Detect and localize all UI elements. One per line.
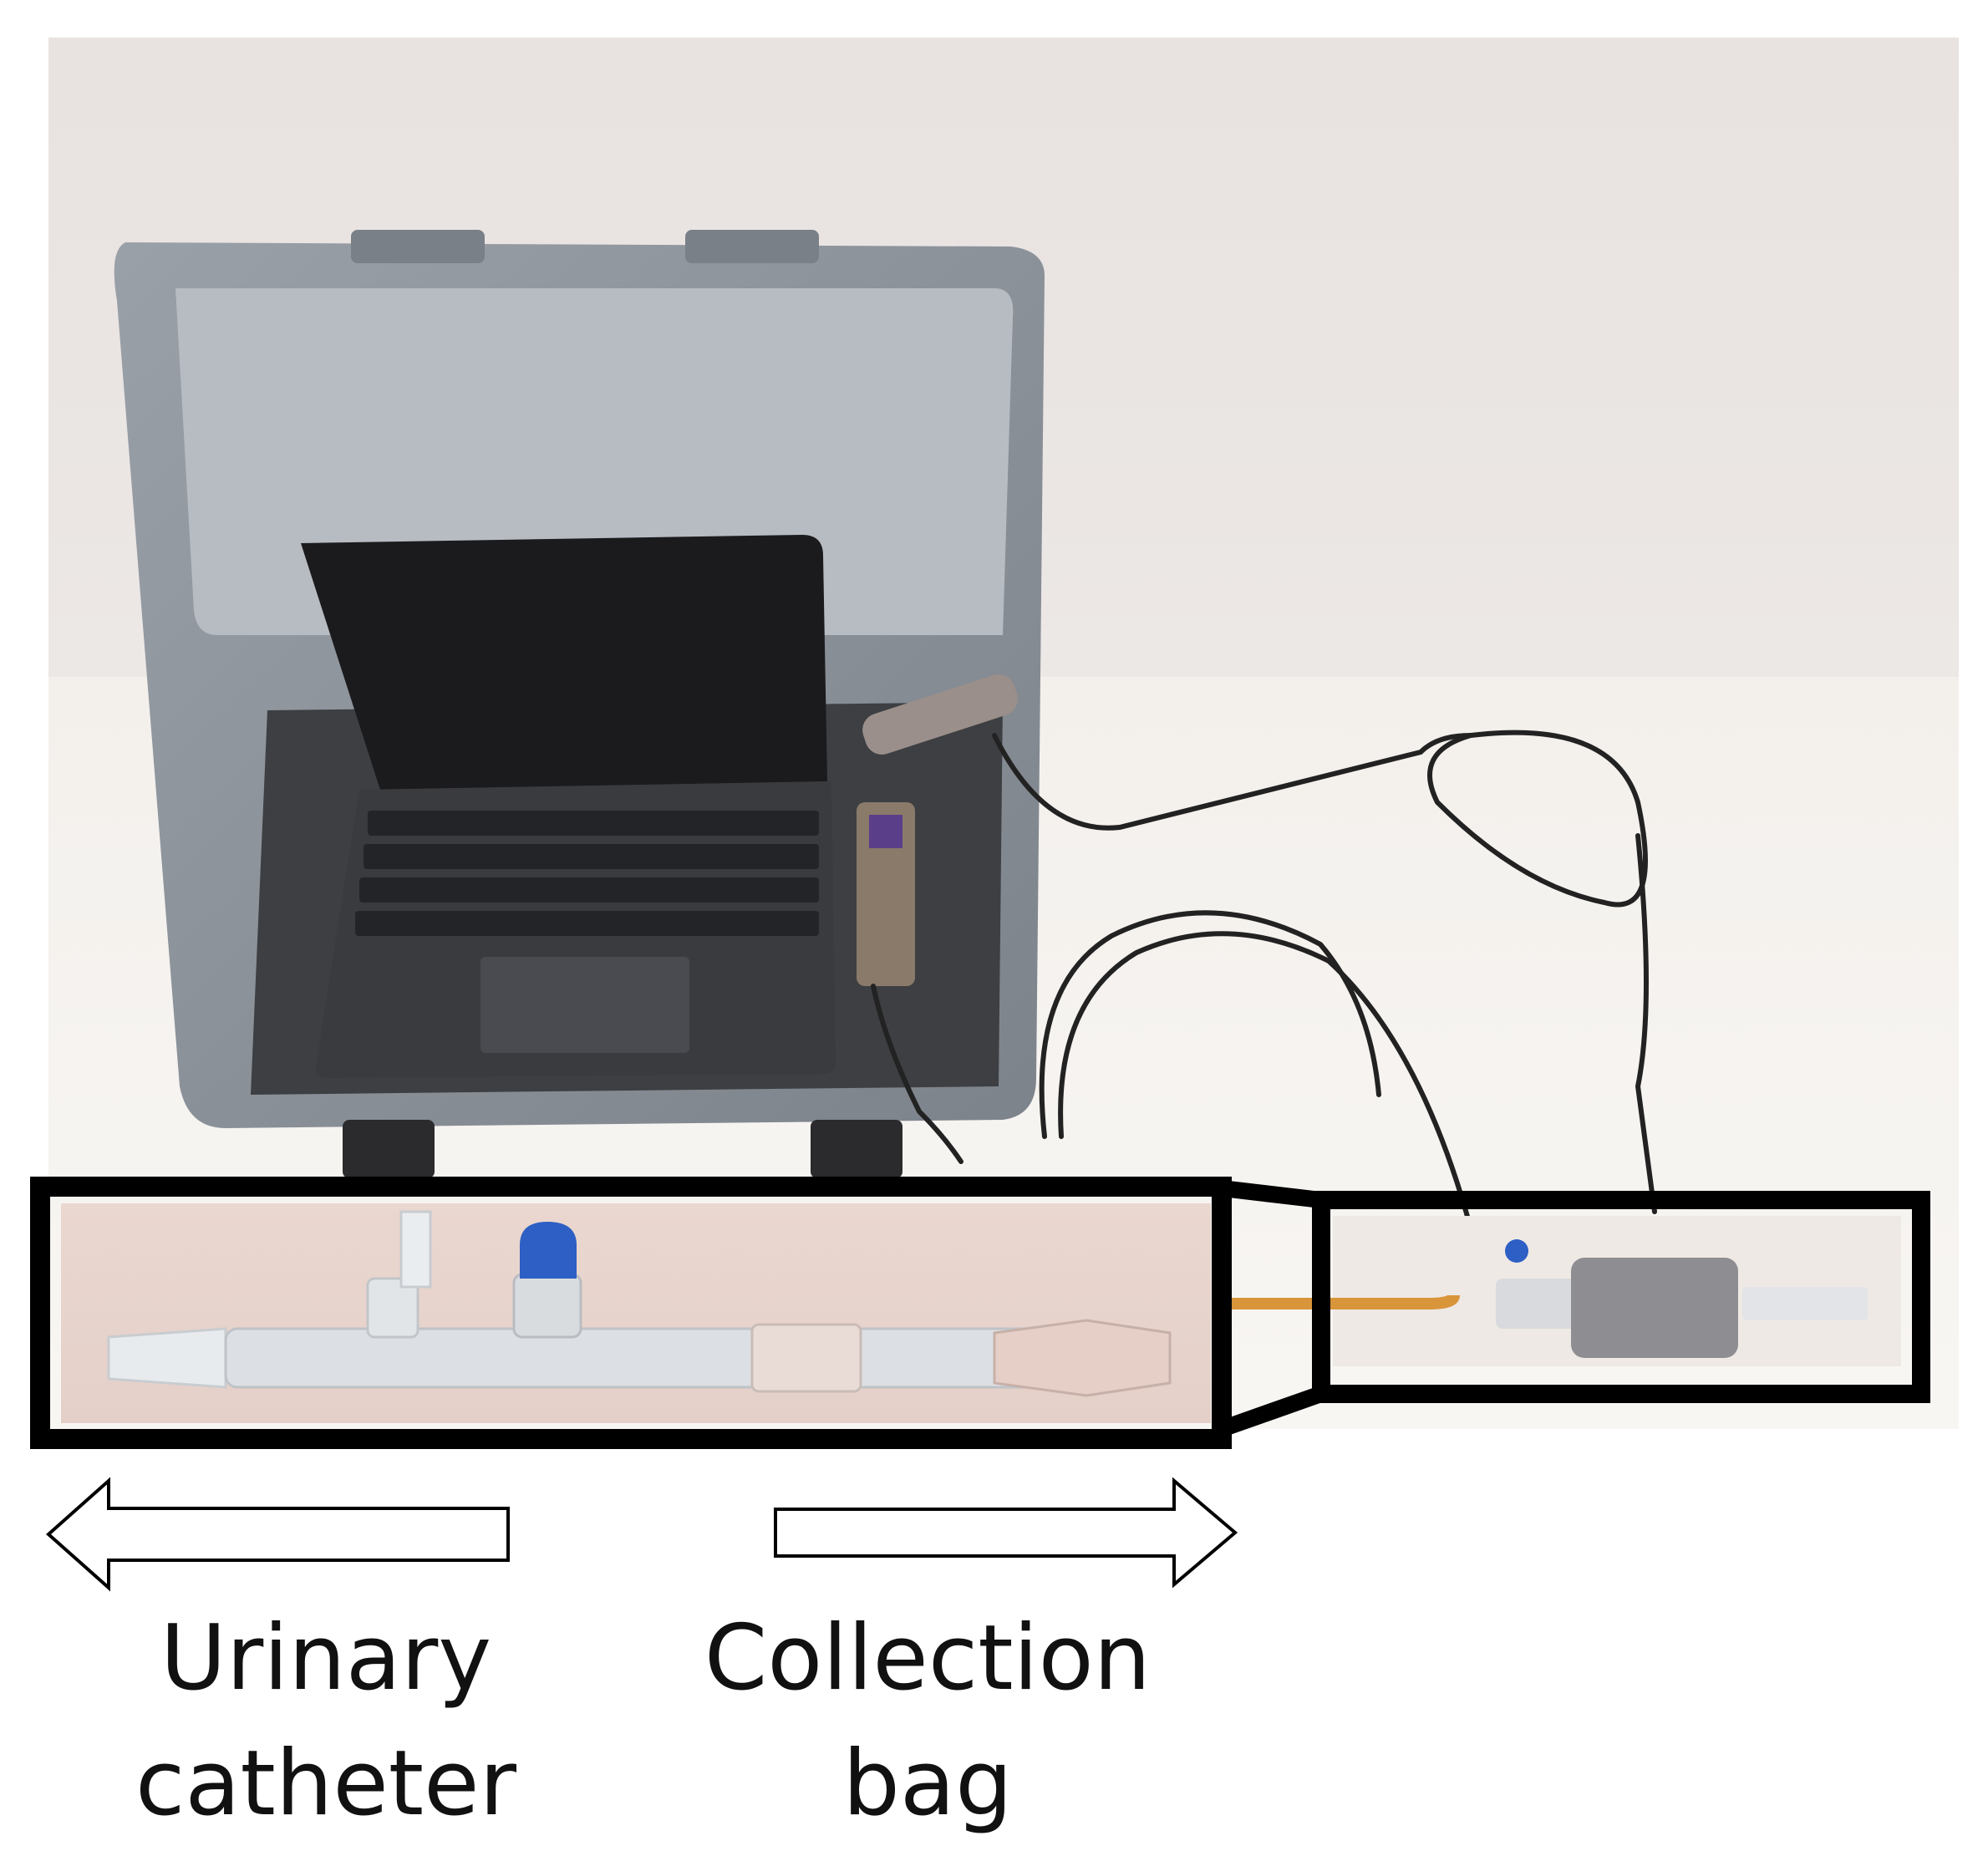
tablet-screen bbox=[301, 535, 827, 790]
usb-hub bbox=[862, 674, 1018, 755]
case-hinge-right bbox=[685, 230, 819, 263]
keyboard-keys bbox=[355, 811, 819, 936]
flow-sensor-housing bbox=[1571, 1258, 1738, 1358]
arrow-right-icon bbox=[774, 1477, 1238, 1589]
catheter-tube-orange bbox=[1228, 1294, 1460, 1309]
tubing-assembly bbox=[107, 1210, 1172, 1397]
case-latch-right bbox=[811, 1120, 902, 1178]
label-collection-bag: Collection bag bbox=[660, 1596, 1195, 1847]
case-latch-left bbox=[343, 1120, 435, 1178]
cables bbox=[871, 730, 1657, 1231]
label-urinary-catheter: Urinary catheter bbox=[79, 1596, 572, 1847]
arrow-left-icon bbox=[45, 1477, 510, 1592]
zoom-inset-frame bbox=[30, 1177, 1232, 1449]
label-collection-bag-line2: bag bbox=[842, 1731, 1013, 1836]
label-urinary-catheter-line2: catheter bbox=[135, 1731, 516, 1836]
outlet-tube bbox=[1742, 1287, 1868, 1320]
blue-cap bbox=[520, 1222, 577, 1279]
label-collection-bag-line1: Collection bbox=[704, 1606, 1152, 1711]
zoom-source-frame bbox=[1312, 1191, 1930, 1403]
sensor-module-chip bbox=[869, 815, 902, 848]
case-hinge-left bbox=[351, 230, 485, 263]
keyboard-trackpad bbox=[480, 957, 689, 1053]
blue-cap-small bbox=[1505, 1239, 1528, 1263]
label-urinary-catheter-line1: Urinary bbox=[160, 1606, 492, 1711]
zoom-connector bbox=[1218, 1180, 1324, 1437]
